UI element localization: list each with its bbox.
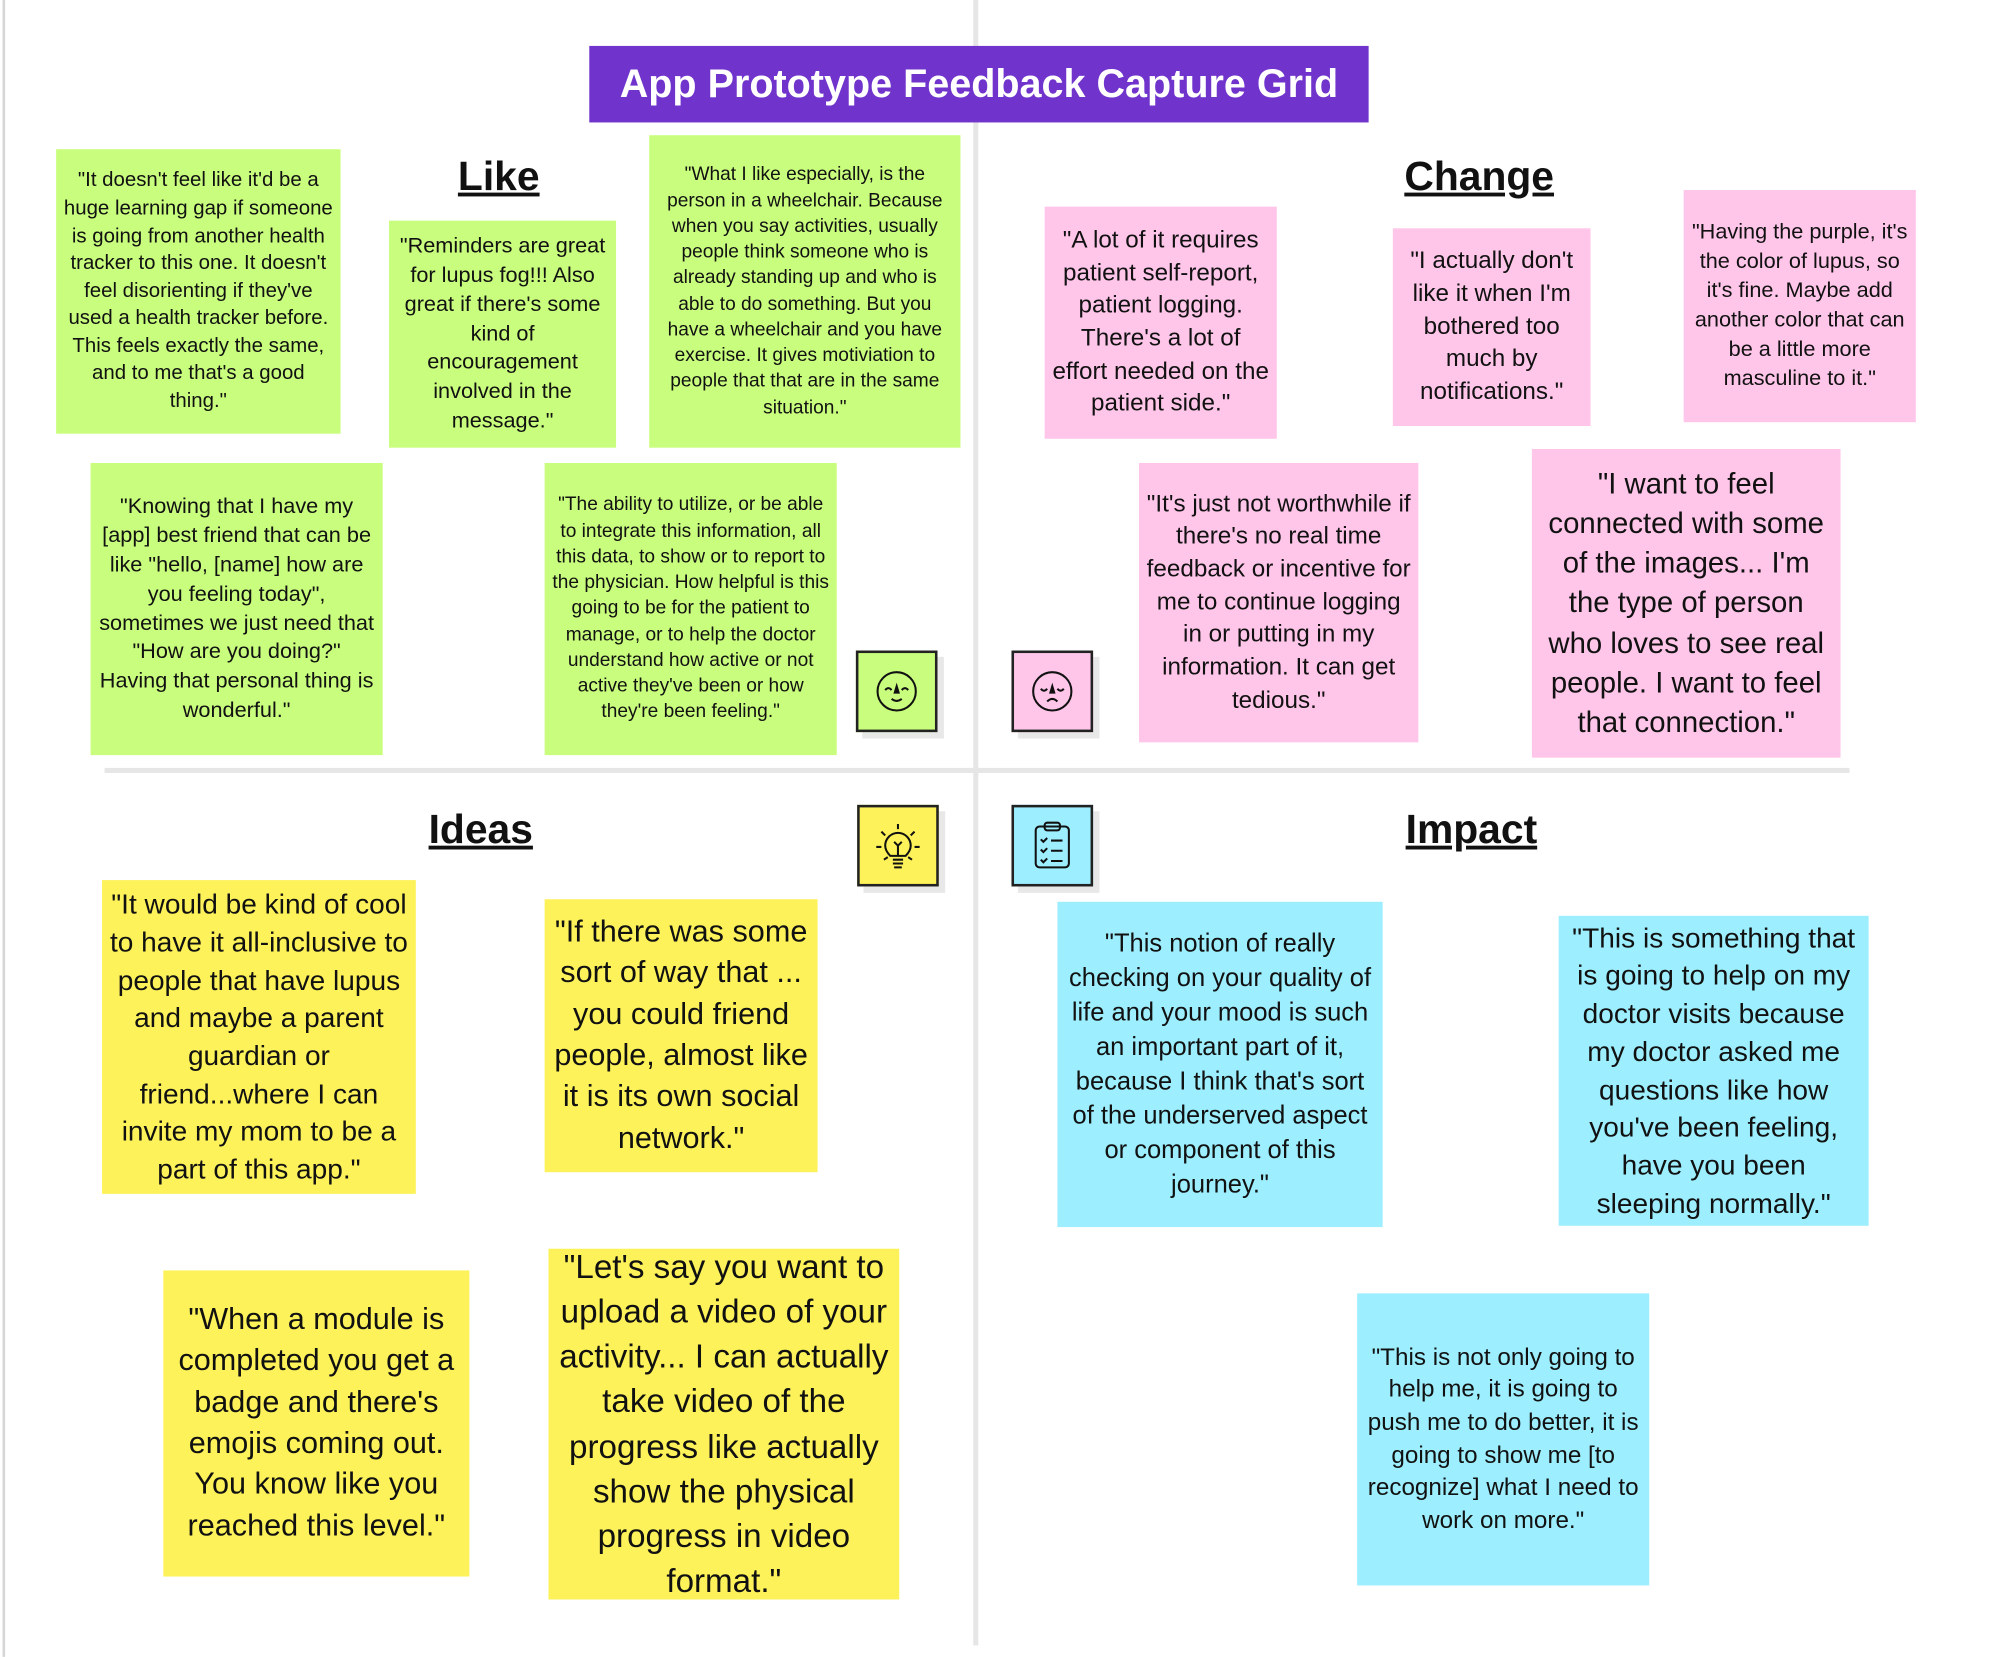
heading-change[interactable]: Change	[1404, 153, 1555, 199]
horizontal-divider	[104, 767, 1850, 773]
sticky-note-idea[interactable]: "It would be kind of cool to have it all…	[102, 880, 416, 1194]
heading-like[interactable]: Like	[457, 153, 540, 199]
sticky-note-impact[interactable]: "This is something that is going to help…	[1558, 915, 1869, 1226]
sticky-note-change[interactable]: "Having the purple, it's the color of lu…	[1683, 190, 1916, 423]
vertical-divider	[973, 0, 979, 1646]
heading-impact[interactable]: Impact	[1405, 806, 1538, 853]
sticky-note-change[interactable]: "I want to feel connected with some of t…	[1531, 448, 1841, 758]
sticky-note-like[interactable]: "Knowing that I have my [app] best frien…	[90, 463, 383, 756]
smiling-face-icon[interactable]	[855, 650, 938, 733]
heading-ideas[interactable]: Ideas	[428, 806, 533, 853]
clipboard-checklist-icon[interactable]	[1011, 804, 1094, 887]
sticky-note-impact[interactable]: "This is not only going to help me, it i…	[1357, 1293, 1650, 1586]
sticky-note-like[interactable]: "What I like especially, is the person i…	[649, 135, 961, 448]
sticky-note-change[interactable]: "It's just not worthwhile if there's no …	[1139, 463, 1419, 743]
sticky-note-idea[interactable]: "Let's say you want to upload a video of…	[548, 1248, 900, 1600]
sticky-note-idea[interactable]: "When a module is completed you get a ba…	[163, 1270, 470, 1577]
board-border	[2, 0, 6, 1657]
sticky-note-impact[interactable]: "This notion of really checking on your …	[1057, 901, 1383, 1228]
lightbulb-icon[interactable]	[857, 804, 939, 887]
sticky-note-like[interactable]: "It doesn't feel like it'd be a huge lea…	[56, 149, 341, 434]
sad-face-icon[interactable]	[1011, 650, 1094, 733]
sticky-note-like[interactable]: "The ability to utilize, or be able to i…	[544, 463, 837, 756]
sticky-note-like[interactable]: "Reminders are great for lupus fog!!! Al…	[389, 220, 617, 448]
sticky-note-change[interactable]: "I actually don't like it when I'm bothe…	[1392, 228, 1591, 427]
sticky-note-change[interactable]: "A lot of it requires patient self-repor…	[1044, 206, 1277, 439]
board-title[interactable]: App Prototype Feedback Capture Grid	[589, 45, 1369, 123]
sticky-note-idea[interactable]: "If there was some sort of way that ... …	[544, 899, 818, 1173]
